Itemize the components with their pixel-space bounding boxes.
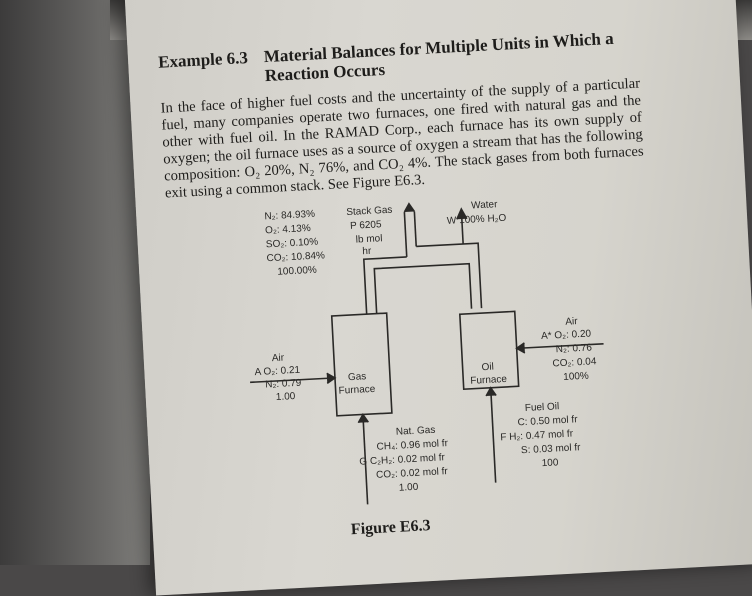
stack-gas-variable: P 6205 [350,219,382,232]
stack-gas-unit-num: lb mol [356,233,383,245]
nat-gas-line [362,416,369,505]
duct-left-outer [362,256,407,315]
air-left-n2: N₂: 0.79 [265,378,302,391]
flow-lines [250,202,604,505]
stack-gas-unit-den: hr [362,246,372,257]
water-label: Water [471,199,499,211]
fuel-oil-s: S: 0.03 mol fr [521,442,582,456]
fuel-oil-c: C: 0.50 mol fr [517,414,578,428]
gas-furnace-box [330,312,393,417]
air-left-line [250,377,334,384]
air-right-n2: N₂: 0.76 [556,342,593,355]
fuel-oil-arrow [485,386,497,397]
stack-arrow [403,202,416,213]
stack-comp-total: 100.00% [277,265,317,278]
stack-comp-o2: O₂: 4.13% [265,223,311,236]
fuel-oil-label: Fuel Oil [525,401,560,414]
textbook-page: Example 6.3 Material Balances for Multip… [124,0,752,596]
air-right-o2: A* O₂: 0.20 [541,328,592,342]
nat-gas-total: 1.00 [399,482,419,494]
gas-furnace-label-2: Furnace [338,384,376,397]
oil-furnace-label: Oil [481,362,494,374]
process-figure: N₂: 84.93% O₂: 4.13% SO₂: 0.10% CO₂: 10.… [250,199,604,505]
air-right-arrow [515,342,526,354]
water-arrow [456,207,468,220]
fuel-oil-h2: F H₂: 0.47 mol fr [500,428,574,443]
background-left [0,0,150,565]
nat-gas-ch4: CH₄: 0.96 mol fr [376,438,448,453]
figure-labels: N₂: 84.93% O₂: 4.13% SO₂: 0.10% CO₂: 10.… [254,199,597,494]
air-left-label: Air [272,353,285,365]
duct-inner [373,262,473,314]
nat-gas-arrow [357,412,369,424]
fuel-oil-total: 100 [541,457,559,469]
air-left-o2: A O₂: 0.21 [254,365,301,378]
stack-comp-n2: N₂: 84.93% [264,209,315,223]
air-left-arrow [326,372,337,384]
air-right-co2: CO₂: 0.04 [552,356,597,369]
air-right-total: 100% [563,371,589,383]
air-left-total: 1.00 [276,391,296,403]
water-comp: W 100% H₂O [447,213,507,227]
oil-furnace-label-2: Furnace [470,374,508,387]
duct-right-outer [416,242,483,309]
fuel-oil-line [490,389,497,483]
nat-gas-label: Nat. Gas [396,425,436,438]
gas-furnace-label: Gas [348,371,367,383]
nat-gas-c2h2: G C₂H₂: 0.02 mol fr [359,452,446,467]
stack-gas-label: Stack Gas [346,205,393,218]
stack-wall-right [413,211,418,247]
stack-comp-co2: CO₂: 10.84% [266,250,325,264]
nat-gas-co2: CO₂: 0.02 mol fr [376,466,449,481]
stack-wall-left [403,211,408,258]
stack-comp-so2: SO₂: 0.10% [266,237,319,251]
air-right-line [518,342,604,350]
air-right-label: Air [565,316,578,328]
